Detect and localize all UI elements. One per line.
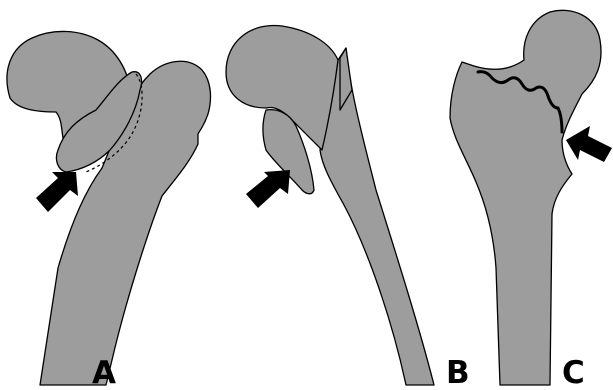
proximal-femur-c <box>450 10 601 385</box>
panel-label-a: A <box>92 355 116 390</box>
femur-shaft-b <box>320 48 434 385</box>
arrow-icon <box>566 126 612 162</box>
panel-a: A <box>7 31 211 390</box>
arrow-icon <box>246 170 290 208</box>
arrow-icon <box>36 172 78 212</box>
panel-c: C <box>450 10 612 390</box>
panel-b: B <box>226 25 470 390</box>
panel-label-b: B <box>446 355 470 390</box>
panel-label-c: C <box>562 355 585 390</box>
